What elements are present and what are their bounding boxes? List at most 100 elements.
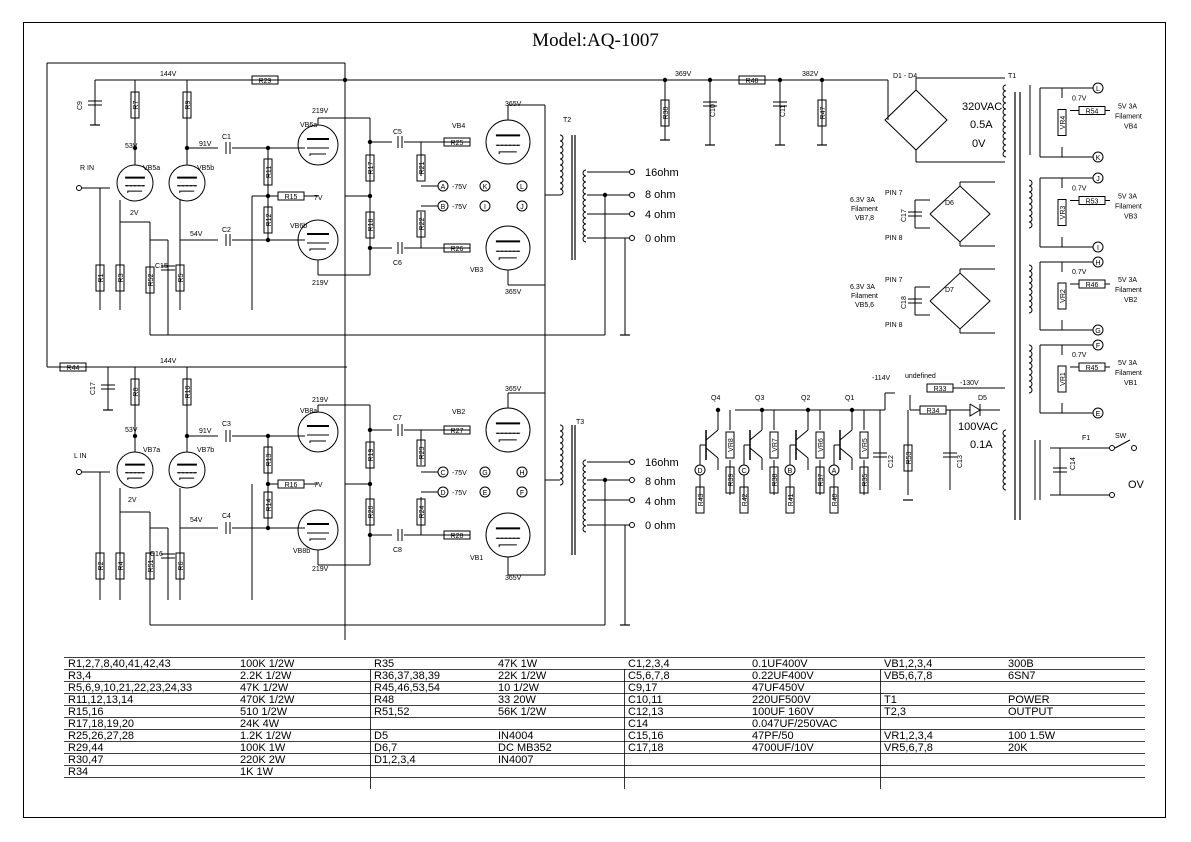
label-f4b: Filament <box>1115 114 1142 121</box>
resistor-symbol <box>263 158 273 186</box>
part-nc: C <box>440 470 445 477</box>
resistor-symbol <box>769 431 779 459</box>
label-f2a: 5V 3A <box>1118 277 1137 284</box>
label-f2b: Filament <box>1115 287 1142 294</box>
bom-row: R1,2,7,8,40,41,42,43 100K 1/2W <box>64 658 370 670</box>
connector-node <box>437 486 449 498</box>
part-c11: C11 <box>780 105 787 117</box>
resistor-symbol <box>817 99 827 127</box>
part-nj: J <box>1096 176 1100 183</box>
resistor-symbol <box>769 466 779 494</box>
part-c5: C5 <box>393 129 402 136</box>
label-q1: Q1 <box>845 395 854 402</box>
resistor-symbol <box>416 498 426 526</box>
bom-ref: R35 <box>374 658 395 670</box>
part-vb4: VB4 <box>452 123 465 130</box>
bom-value: 20K <box>1008 742 1028 754</box>
part-vb8b: VB8b <box>293 548 310 555</box>
part-vb7a: VB7a <box>143 447 160 454</box>
part-r53: R53 <box>1086 199 1099 206</box>
part-vb2: VB2 <box>452 409 465 416</box>
label-v219b: 219V <box>312 280 329 287</box>
label-o8a: 8 ohm <box>645 189 676 201</box>
resistor-symbol <box>443 425 471 435</box>
bom-ref: VB1,2,3,4 <box>884 658 933 670</box>
part-na: A <box>441 184 446 191</box>
part-r39: R39 <box>728 473 735 486</box>
resistor-symbol <box>725 431 735 459</box>
bom-ref: R48 <box>374 694 395 706</box>
connector-node <box>516 466 528 478</box>
part-r24: R24 <box>419 505 426 518</box>
bom-row: C1,2,3,4 0.1UF400V <box>624 658 880 670</box>
part-t2: T2 <box>563 117 571 124</box>
label-pin7a: PIN 7 <box>885 190 903 197</box>
bom-row: C9,17 47UF450V <box>624 682 880 694</box>
part-c9: C9 <box>77 101 84 110</box>
label-v54a: 54V <box>190 231 203 238</box>
label-o4b: 4 ohm <box>645 496 676 508</box>
bom-value: 100K 1/2W <box>240 658 295 670</box>
part-c1: C1 <box>222 134 231 141</box>
part-r9: R9 <box>185 100 192 109</box>
part-ne: E <box>483 490 488 497</box>
part-r48: R48 <box>746 78 759 85</box>
bom-row <box>880 682 1145 694</box>
label-v365c: 365V <box>505 386 522 393</box>
resistor-symbol <box>815 466 825 494</box>
bom-row <box>880 754 1145 766</box>
part-r25: R25 <box>451 140 464 147</box>
bom-ref: D1,2,3,4 <box>374 754 416 766</box>
part-r38: R38 <box>772 473 779 486</box>
bom-row <box>370 766 624 778</box>
part-r5: R5 <box>178 273 185 282</box>
connector-node <box>516 200 528 212</box>
connector-node <box>437 180 449 192</box>
part-c14: C14 <box>1070 457 1077 470</box>
part-nd: D <box>440 490 445 497</box>
bom-value: 100K 1W <box>240 742 286 754</box>
connector-node <box>1092 407 1104 419</box>
label-v144b: 144V <box>160 358 177 365</box>
bom-value: DC MB352 <box>498 742 552 754</box>
part-r10: R10 <box>185 385 192 398</box>
bom-value: 10 1/2W <box>498 682 539 694</box>
part-r43: R43 <box>698 493 705 506</box>
bom-ref: C9,17 <box>628 682 658 694</box>
part-vr1: VR1 <box>1060 372 1067 386</box>
label-f1: F1 <box>1082 435 1090 442</box>
bom-value: 47UF450V <box>752 682 805 694</box>
bom-ref: R1,2,7,8,40,41,42,43 <box>68 658 171 670</box>
label-v320: 320VAC <box>962 101 1002 113</box>
part-t3: T3 <box>576 419 584 426</box>
resistor-symbol <box>263 491 273 519</box>
bom-value: 2.2K 1/2W <box>240 670 292 682</box>
part-vb1: VB1 <box>470 555 483 562</box>
part-r14: R14 <box>266 498 273 511</box>
bom-ref: C1,2,3,4 <box>628 658 670 670</box>
resistor-symbol <box>739 486 749 514</box>
bom-ref: VB5,6,7,8 <box>884 670 933 682</box>
connector-node <box>437 200 449 212</box>
resistor-symbol <box>365 498 375 526</box>
bom-value: 0.1UF400V <box>752 658 808 670</box>
part-ng: G <box>482 470 487 477</box>
bom-ref: C14 <box>628 718 649 730</box>
part-r42: R42 <box>742 493 749 506</box>
part-r22: R22 <box>419 217 426 230</box>
label-f2c: VB2 <box>1124 297 1137 304</box>
part-r4: R4 <box>118 561 125 570</box>
bom-ref: C5,6,7,8 <box>628 670 670 682</box>
label-fil56c: VB5,6 <box>855 302 874 309</box>
part-c8: C8 <box>393 547 402 554</box>
part-r26: R26 <box>451 246 464 253</box>
part-r2: R2 <box>98 561 105 570</box>
